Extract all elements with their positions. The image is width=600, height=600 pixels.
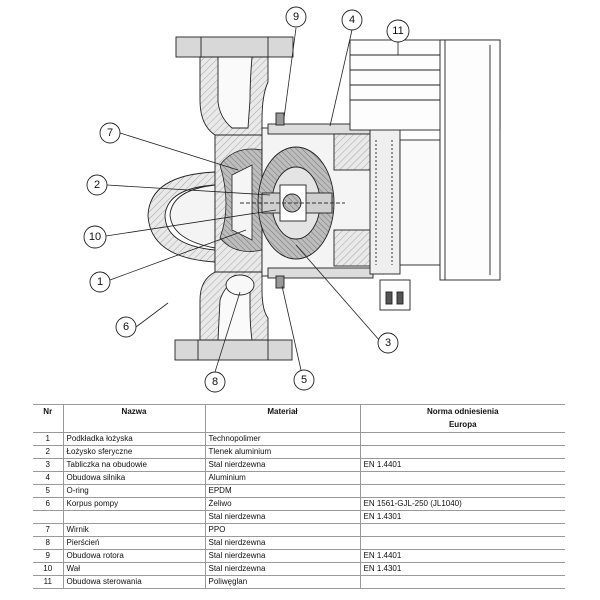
svg-text:11: 11: [392, 25, 403, 37]
table-row: 3 Tabliczka na obudowie Stal nierdzewna …: [33, 458, 565, 472]
table-row: 9 Obudowa rotora Stal nierdzewna EN 1.44…: [33, 549, 565, 563]
table-header-row: Nr Nazwa Materiał Norma odniesienia Euro…: [33, 404, 565, 433]
table-row: 5 O-ring EPDM: [33, 484, 565, 498]
pump-cross-section-diagram: 9 4 11 7 2 10 1 6: [83, 6, 501, 393]
callout-6: 6: [115, 316, 137, 338]
cell-norm: [360, 484, 565, 498]
callout-10: 10: [83, 225, 107, 249]
svg-text:3: 3: [385, 337, 391, 349]
cell-material: EPDM: [205, 484, 361, 498]
table-row: 10 Wał Stal nierdzewna EN 1.4301: [33, 562, 565, 576]
callout-2: 2: [86, 174, 108, 196]
cell-name: Łożysko sferyczne: [63, 445, 206, 459]
callout-4: 4: [341, 9, 363, 31]
callout-8: 8: [204, 371, 226, 393]
cell-norm: EN 1.4401: [360, 549, 565, 563]
callouts: 9 4 11 7 2 10 1 6: [83, 6, 410, 393]
cell-material: Tlenek aluminium: [205, 445, 361, 459]
parts-table: Nr Nazwa Materiał Norma odniesienia Euro…: [33, 404, 565, 589]
cell-nr: 7: [33, 523, 64, 537]
svg-text:1: 1: [97, 276, 103, 288]
cell-norm: [360, 575, 565, 589]
cell-nr: 6: [33, 497, 64, 511]
table-row: Stal nierdzewna EN 1.4301: [33, 510, 565, 524]
svg-text:5: 5: [301, 374, 307, 386]
cell-nr: 3: [33, 458, 64, 472]
cell-material: PPO: [205, 523, 361, 537]
svg-text:10: 10: [89, 231, 101, 243]
cell-nr: 5: [33, 484, 64, 498]
cell-material: Poliwęglan: [205, 575, 361, 589]
cell-name: Podkładka łożyska: [63, 432, 206, 446]
svg-text:9: 9: [293, 11, 299, 23]
table-row: 6 Korpus pompy Żeliwo EN 1561-GJL-250 (J…: [33, 497, 565, 511]
table-row: 2 Łożysko sferyczne Tlenek aluminium: [33, 445, 565, 459]
cell-name: Pierścień: [63, 536, 206, 550]
cell-nr: 8: [33, 536, 64, 550]
cell-norm: [360, 432, 565, 446]
svg-text:2: 2: [94, 179, 100, 191]
table-row: 1 Podkładka łożyska Technopolimer: [33, 432, 565, 446]
header-norm-line1: Norma odniesienia: [426, 407, 499, 416]
svg-text:6: 6: [123, 321, 129, 333]
cell-material: Stal nierdzewna: [205, 510, 361, 524]
cell-name: Tabliczka na obudowie: [63, 458, 206, 472]
cell-nr: 2: [33, 445, 64, 459]
cell-nr: 10: [33, 562, 64, 576]
header-material: Materiał: [205, 404, 361, 433]
cell-name: O-ring: [63, 484, 206, 498]
table-row: 11 Obudowa sterowania Poliwęglan: [33, 575, 565, 589]
header-name: Nazwa: [63, 404, 206, 433]
callout-1: 1: [89, 271, 111, 293]
cell-nr: 11: [33, 575, 64, 589]
header-norm-line2: Europa: [448, 420, 477, 429]
cell-norm: EN 1561-GJL-250 (JL1040): [360, 497, 565, 511]
cell-nr: 1: [33, 432, 64, 446]
cell-norm: [360, 523, 565, 537]
cell-name: Obudowa rotora: [63, 549, 206, 563]
table-row: 7 Wirnik PPO: [33, 523, 565, 537]
cell-material: Stal nierdzewna: [205, 549, 361, 563]
cell-norm: [360, 471, 565, 485]
cell-material: Żeliwo: [205, 497, 361, 511]
cell-name: Obudowa silnika: [63, 471, 206, 485]
header-norm: Norma odniesienia Europa: [360, 404, 565, 433]
impeller: [219, 148, 263, 252]
cell-norm: EN 1.4301: [360, 510, 565, 524]
table-row: 4 Obudowa silnika Aluminium: [33, 471, 565, 485]
cell-norm: EN 1.4301: [360, 562, 565, 576]
callout-11: 11: [386, 19, 410, 43]
cell-name: [63, 510, 206, 524]
callout-7: 7: [99, 122, 121, 144]
cell-nr: [33, 510, 64, 524]
cell-material: Stal nierdzewna: [205, 458, 361, 472]
cell-nr: 4: [33, 471, 64, 485]
callout-5: 5: [293, 369, 315, 391]
cell-material: Aluminium: [205, 471, 361, 485]
control-housing: [349, 39, 501, 311]
svg-text:8: 8: [212, 376, 218, 388]
cell-norm: [360, 445, 565, 459]
cell-nr: 9: [33, 549, 64, 563]
cell-material: Stal nierdzewna: [205, 562, 361, 576]
cell-material: Technopolimer: [205, 432, 361, 446]
cell-name: Wirnik: [63, 523, 206, 537]
cell-material: Stal nierdzewna: [205, 536, 361, 550]
cell-norm: [360, 536, 565, 550]
callout-9: 9: [285, 6, 307, 28]
cell-name: Korpus pompy: [63, 497, 206, 511]
header-nr: Nr: [33, 404, 64, 433]
cell-norm: EN 1.4401: [360, 458, 565, 472]
cell-name: Wał: [63, 562, 206, 576]
table-row: 8 Pierścień Stal nierdzewna: [33, 536, 565, 550]
svg-text:7: 7: [107, 127, 113, 139]
svg-text:4: 4: [349, 14, 355, 26]
leader-lines: [105, 27, 399, 373]
cell-name: Obudowa sterowania: [63, 575, 206, 589]
callout-3: 3: [377, 332, 399, 354]
